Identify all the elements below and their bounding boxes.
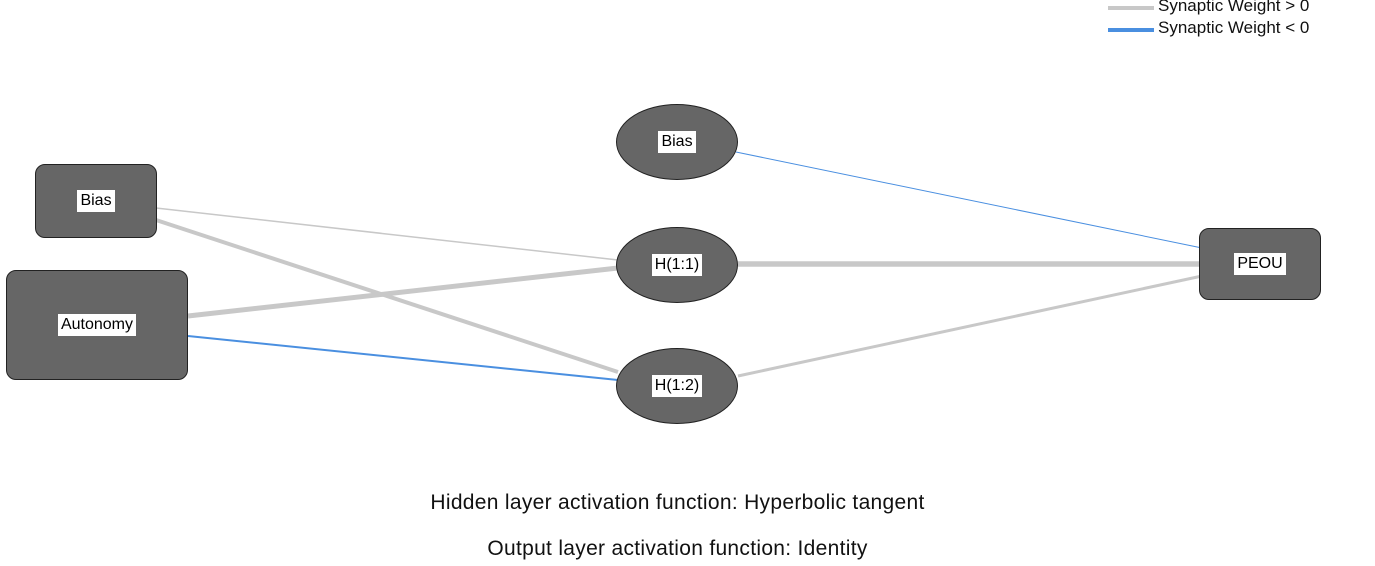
node-label-h12: H(1:2) [651, 375, 703, 397]
hidden-activation-text: Hidden layer activation function: Hyperb… [430, 491, 925, 514]
node-label-autonomy: Autonomy [57, 314, 137, 336]
legend-swatch-negative [1108, 28, 1154, 32]
output-activation-text: Output layer activation function: Identi… [487, 537, 868, 560]
node-h11: H(1:1) [616, 227, 738, 303]
node-hidden-bias: Bias [616, 104, 738, 180]
legend-label-positive: Synaptic Weight > 0 [1158, 0, 1310, 15]
edge-hidden-bias-to-peou [735, 151, 1203, 249]
edge-input-bias-to-h11 [155, 207, 619, 261]
node-h12: H(1:2) [616, 348, 738, 424]
node-label-h11: H(1:1) [651, 254, 703, 276]
edge-autonomy-to-h11 [187, 265, 619, 319]
node-peou: PEOU [1199, 228, 1321, 300]
edge-h12-to-peou [737, 274, 1203, 378]
edge-autonomy-to-h12 [187, 335, 619, 381]
node-input-bias: Bias [35, 164, 157, 238]
legend-label-negative: Synaptic Weight < 0 [1158, 18, 1310, 37]
node-label-peou: PEOU [1234, 253, 1286, 275]
node-label-hidden-bias: Bias [658, 131, 696, 153]
legend-swatch-positive [1108, 6, 1154, 10]
node-label-input-bias: Bias [77, 190, 115, 212]
node-autonomy: Autonomy [6, 270, 188, 380]
